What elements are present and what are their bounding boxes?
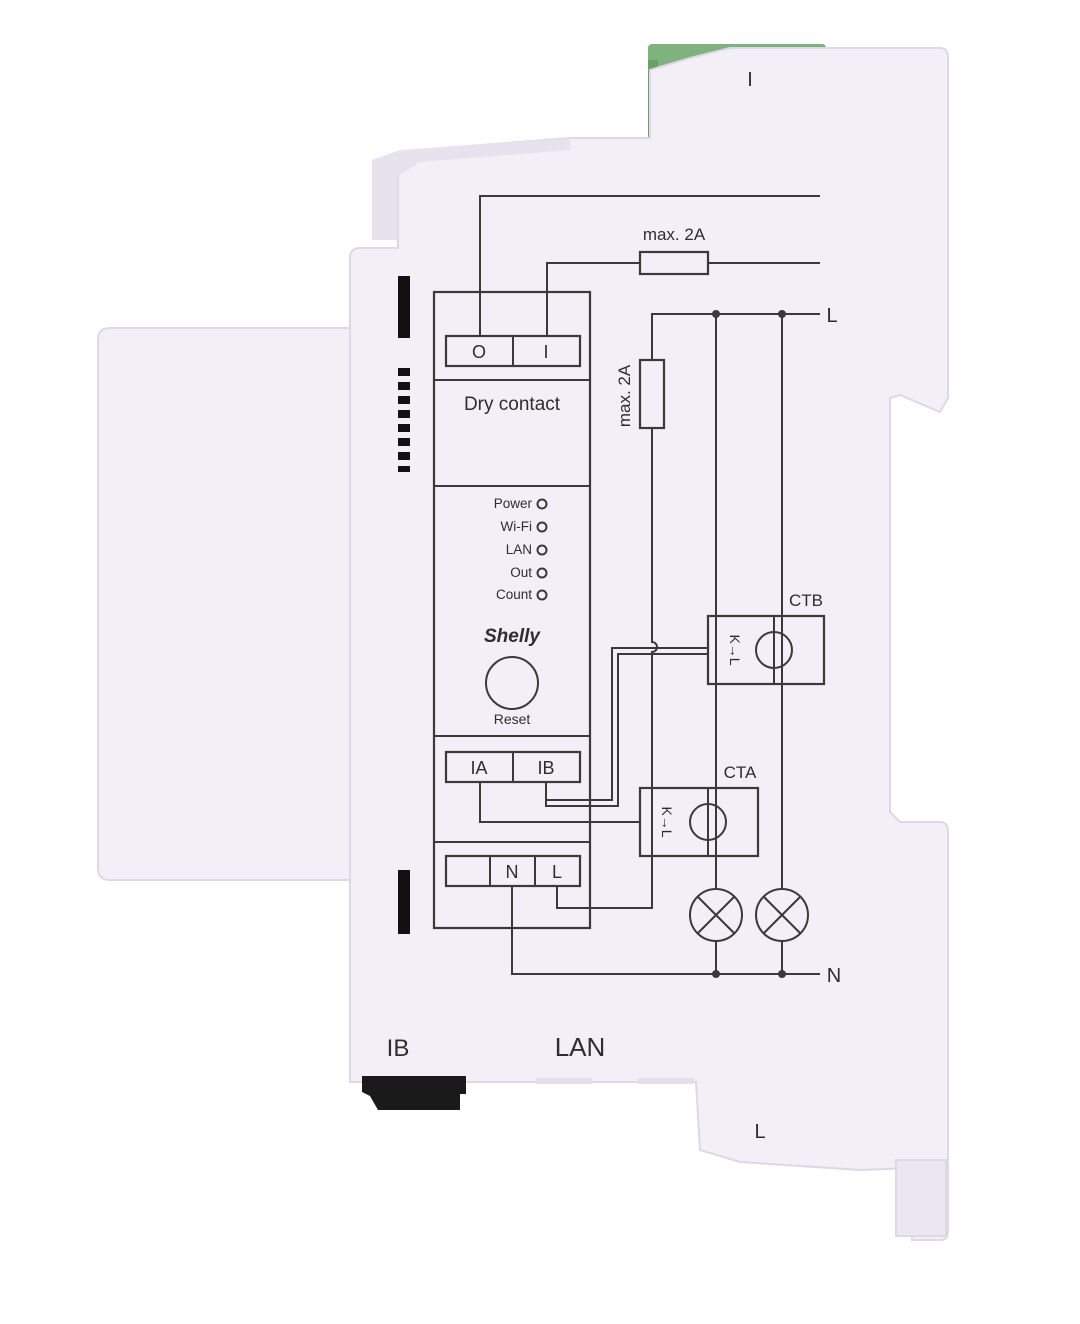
- led-label: Out: [510, 565, 532, 580]
- fuse-top-label: max. 2A: [643, 225, 706, 244]
- led-label: Power: [494, 496, 533, 511]
- led-label: Wi-Fi: [501, 519, 532, 534]
- led-indicators: Power Wi-Fi LAN Out Count: [494, 496, 548, 602]
- line-l-label: L: [826, 305, 837, 327]
- terminal-ib-label: IB: [537, 758, 554, 778]
- ct-arrow-label: K→L: [727, 634, 743, 665]
- led-label: Count: [496, 587, 532, 602]
- cta-current-transformer: K→L CTA: [638, 763, 760, 858]
- terminal-l-label: L: [552, 862, 562, 882]
- reset-label: Reset: [494, 711, 531, 727]
- led-label: LAN: [506, 542, 532, 557]
- terminal-n-label: N: [506, 862, 519, 882]
- led-icon: [536, 521, 548, 533]
- led-icon: [536, 498, 548, 510]
- led-icon: [536, 567, 548, 579]
- dry-contact-label: Dry contact: [464, 394, 561, 415]
- power-terminal-block: N L: [444, 854, 582, 888]
- bottom-l-label: L: [754, 1121, 765, 1143]
- ct-terminal-block: IA IB: [444, 750, 582, 784]
- wiring: [479, 195, 820, 978]
- ct-arrow-label: K→L: [659, 806, 675, 837]
- fuse-icon: [638, 250, 710, 276]
- terminal-o-label: O: [472, 342, 486, 362]
- led-icon: [536, 589, 548, 601]
- lamp-icon: [689, 888, 743, 942]
- bottom-ib-label: IB: [387, 1035, 410, 1062]
- ctb-label: CTB: [789, 591, 823, 610]
- cta-label: CTA: [724, 763, 757, 782]
- terminal-i-label: I: [543, 342, 548, 362]
- top-terminal-label: I: [747, 69, 753, 91]
- line-n-label: N: [827, 965, 841, 987]
- reset-button-icon: [485, 656, 539, 710]
- dry-contact-terminal-block: O I Dry contact: [444, 334, 582, 415]
- led-icon: [536, 544, 548, 556]
- terminal-ia-label: IA: [470, 758, 487, 778]
- device-housing: [97, 44, 949, 1241]
- bottom-lan-label: LAN: [555, 1032, 606, 1062]
- shelly-logo: Shelly: [484, 626, 541, 647]
- lamp-icon: [755, 888, 809, 942]
- fuse-side-label: max. 2A: [615, 364, 634, 427]
- ctb-current-transformer: K→L CTB: [706, 591, 826, 686]
